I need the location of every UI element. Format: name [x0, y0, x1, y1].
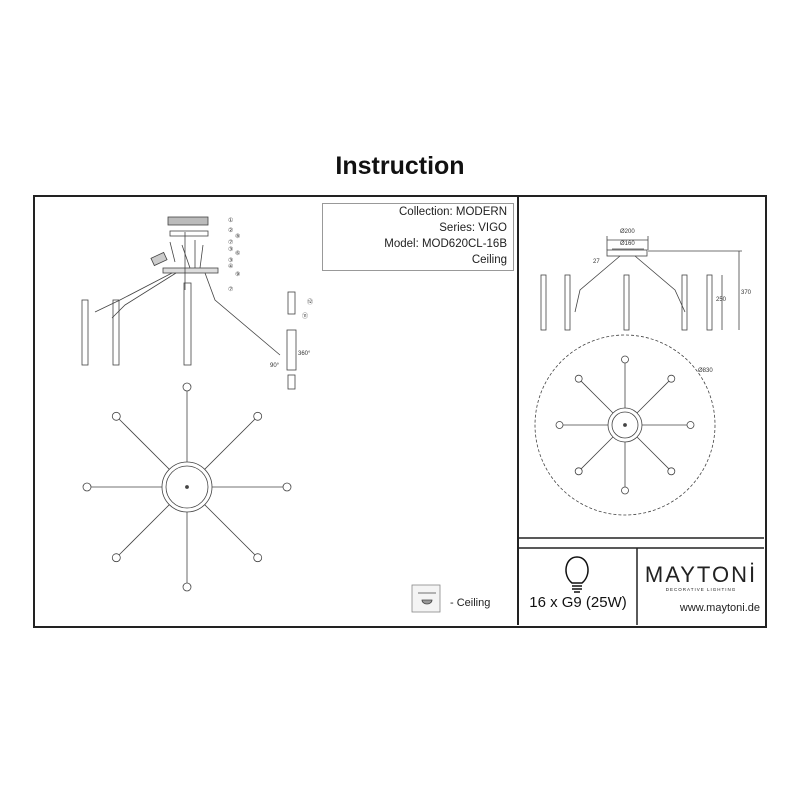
- lamp-head: [621, 355, 629, 364]
- type-label: Ceiling: [471, 254, 507, 266]
- lamp-head: [574, 467, 583, 476]
- arm: [118, 418, 170, 470]
- dim-arm: 250: [716, 297, 727, 303]
- sheet-frame: [33, 195, 767, 628]
- top-view-left: [82, 382, 292, 592]
- arm: [636, 436, 670, 470]
- lamp-head: [82, 482, 92, 492]
- dim-base: 27: [593, 259, 600, 265]
- model-label: Model: MOD620CL-16B: [384, 238, 507, 250]
- angle-360-label: 360°: [298, 351, 311, 357]
- arm: [636, 380, 670, 414]
- svg-text:③: ③: [228, 257, 233, 264]
- dim-span: Ø830: [698, 368, 713, 374]
- center-mount: [185, 485, 189, 489]
- product-info-box: Collection: MODERN Series: VIGO Model: M…: [322, 203, 514, 271]
- svg-text:⑪: ⑪: [302, 312, 308, 320]
- svg-text:⑧: ⑧: [235, 233, 240, 240]
- arm: [204, 504, 256, 556]
- collection-label: Collection: MODERN: [399, 206, 507, 218]
- lamp-head: [253, 411, 263, 421]
- brand-url[interactable]: www.maytoni.de: [679, 602, 760, 614]
- side-view-dimensioned: [540, 236, 742, 331]
- arm: [580, 380, 614, 414]
- svg-text:⑦: ⑦: [228, 239, 233, 246]
- angle-90-label: 90°: [270, 363, 280, 369]
- dim-outer: Ø200: [620, 229, 635, 235]
- page-title: Instruction: [335, 152, 465, 180]
- svg-text:⑨: ⑨: [235, 271, 240, 278]
- lamp-head: [182, 582, 192, 592]
- brand-logo: MAYTONİ: [644, 562, 758, 587]
- series-label: Series: VIGO: [439, 222, 507, 234]
- lamp-head: [686, 421, 695, 429]
- light-bulb-icon: [565, 556, 589, 593]
- lamp-head: [667, 467, 676, 476]
- svg-text:⑦: ⑦: [228, 286, 233, 293]
- lamp-head: [667, 374, 676, 383]
- arm: [118, 504, 170, 556]
- lamp-head: [253, 553, 263, 563]
- arm: [204, 418, 256, 470]
- lamp-head: [282, 482, 292, 492]
- svg-text:④: ④: [228, 263, 233, 270]
- lamp-head: [111, 411, 121, 421]
- mount-type-label: - Ceiling: [450, 597, 491, 609]
- lamp-head: [182, 382, 192, 392]
- lamp-head: [111, 553, 121, 563]
- svg-text:⑫: ⑫: [307, 298, 313, 306]
- svg-text:①: ①: [228, 217, 233, 224]
- lamp-head: [574, 374, 583, 383]
- ceiling-mount-icon: [411, 584, 441, 613]
- svg-text:③: ③: [228, 246, 233, 253]
- svg-text:⑥: ⑥: [235, 250, 240, 257]
- bulb-spec: 16 x G9 (25W): [529, 594, 627, 611]
- dim-total: 370: [741, 290, 752, 296]
- assembly-drawing: [81, 216, 297, 390]
- span-circle: [534, 334, 716, 516]
- brand-tagline: DECORATIVE LIGHTING: [665, 587, 737, 592]
- arm: [580, 436, 614, 470]
- svg-text:②: ②: [228, 227, 233, 234]
- dim-inner: Ø160: [620, 241, 635, 247]
- lamp-head: [621, 486, 629, 495]
- lamp-head: [555, 421, 564, 429]
- center-mount: [623, 423, 627, 427]
- top-view-right: [555, 355, 695, 495]
